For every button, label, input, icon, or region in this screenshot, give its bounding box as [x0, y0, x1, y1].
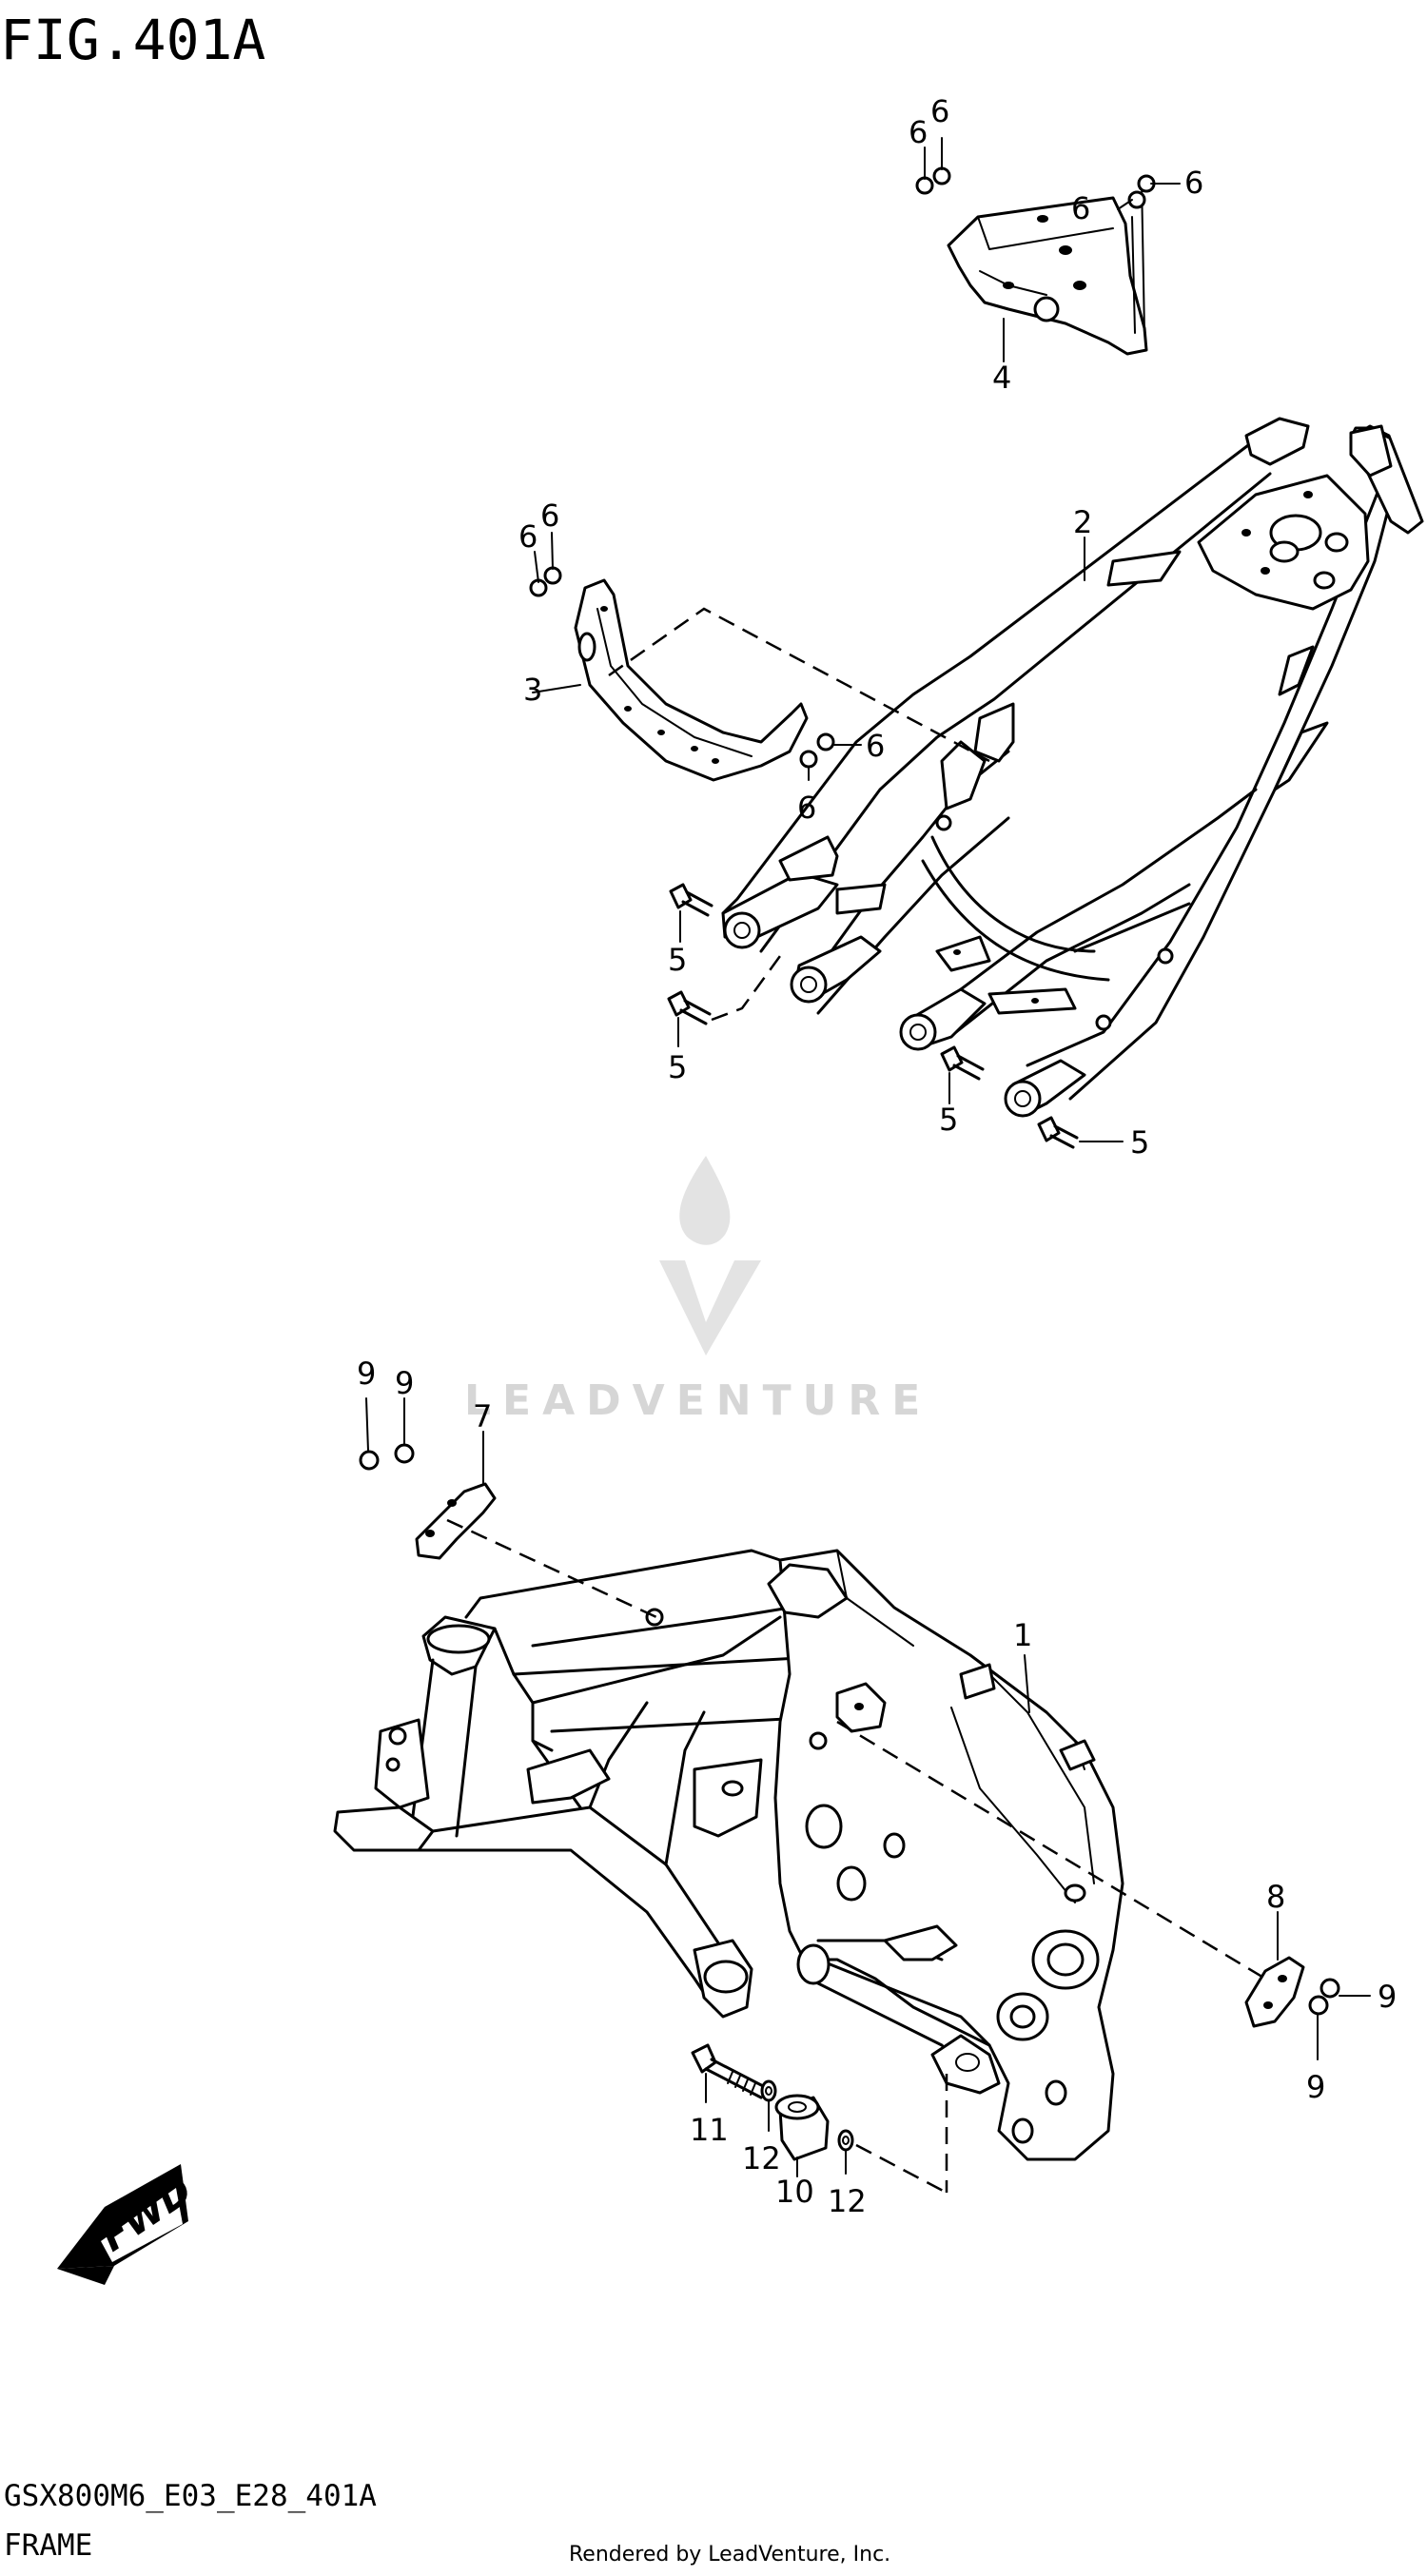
part-3-bracket [574, 578, 809, 782]
rendered-by-credit: Rendered by LeadVenture, Inc. [569, 2543, 890, 2566]
hardware-bolts [359, 166, 1340, 2016]
callout-6d: 6 [1184, 165, 1203, 201]
callout-9a: 9 [357, 1356, 376, 1392]
callout-6c: 6 [1071, 190, 1090, 226]
callout-9b: 9 [395, 1365, 414, 1401]
callout-11: 11 [690, 2112, 729, 2148]
part-11-bolt [691, 2043, 769, 2099]
forward-direction-arrow: FWD [57, 2164, 200, 2285]
part-8-bracket [1244, 1956, 1305, 2028]
callout-2: 2 [1073, 504, 1092, 540]
callout-7: 7 [473, 1398, 492, 1434]
bolt-5-d [1037, 1116, 1079, 1149]
callout-9d: 9 [1306, 2069, 1325, 2105]
part-1-main-frame [333, 1549, 1124, 2161]
bolt-5-b [667, 990, 712, 1025]
callout-8: 8 [1266, 1879, 1285, 1915]
diagram-code: GSX800M6_E03_E28_401A [4, 2479, 377, 2513]
part-10-spacer [774, 2094, 830, 2161]
callout-6g: 6 [866, 728, 885, 764]
part-2-rear-subframe [721, 417, 1424, 1118]
section-name: FRAME [4, 2528, 92, 2563]
part-7-bracket [415, 1482, 497, 1560]
figure-title: FIG.401A [0, 8, 265, 72]
watermark-text: LEADVENTURE [464, 1376, 931, 1425]
leader-lines [365, 137, 1371, 2195]
bolt-5-a [669, 883, 714, 917]
callout-5a: 5 [668, 942, 687, 978]
part-4-bracket [947, 180, 1148, 356]
callout-6b: 6 [930, 93, 949, 129]
callout-12a: 12 [742, 2140, 781, 2176]
callout-6f: 6 [540, 498, 559, 534]
callout-5c: 5 [939, 1102, 958, 1138]
callout-3: 3 [523, 672, 542, 708]
fwd-label: FWD [93, 2169, 200, 2261]
leadventure-watermark: LEADVENTURE [464, 1156, 931, 1425]
bolt-5-c [940, 1045, 985, 1081]
callout-1: 1 [1013, 1617, 1032, 1653]
callout-9c: 9 [1378, 1979, 1397, 2015]
callout-10: 10 [775, 2174, 814, 2210]
callout-6e: 6 [518, 518, 538, 555]
callout-6h: 6 [797, 790, 816, 826]
callout-4: 4 [992, 360, 1011, 396]
callout-12b: 12 [828, 2183, 867, 2219]
callouts: 1 2 3 4 5 5 5 5 6 6 6 6 6 6 6 6 7 8 9 9 … [357, 93, 1397, 2219]
callout-5b: 5 [668, 1049, 687, 1085]
callout-6a: 6 [909, 114, 928, 150]
callout-5d: 5 [1130, 1124, 1149, 1161]
